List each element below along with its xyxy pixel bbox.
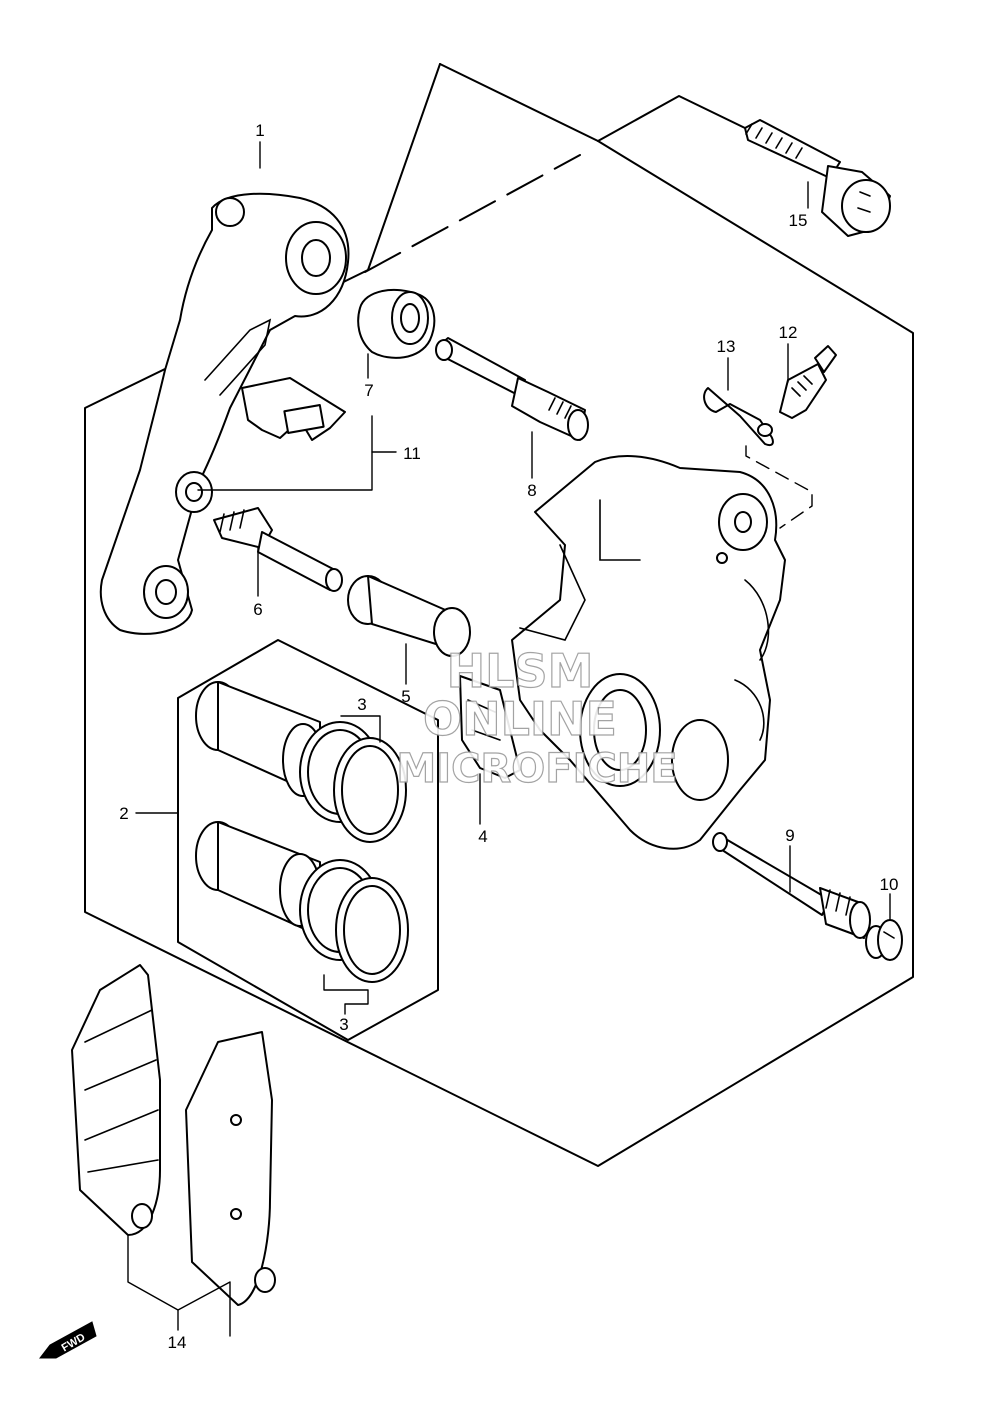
callout-3a: 3 [357,695,366,714]
watermark-line-3: MICROFICHE [396,746,677,792]
callout-1: 1 [255,121,264,140]
callout-12: 12 [779,323,798,342]
callout-labels: 1 2 3 3 4 5 6 7 8 9 10 11 12 13 14 15 [119,121,898,1352]
callout-15: 15 [789,211,808,230]
callout-3b: 3 [339,1015,348,1034]
callout-2: 2 [119,804,128,823]
watermark-line-2: ONLINE [423,692,617,746]
pad-spring-part-13 [703,387,774,446]
fwd-label: FWD [60,1331,88,1354]
callout-5: 5 [401,687,410,706]
sleeve-part-5 [347,575,471,657]
callout-10: 10 [880,875,899,894]
pad-retainer-part-4 [459,675,521,779]
watermark: HLSM ONLINE MICROFICHE [396,643,678,792]
assembly-outline [84,63,914,1167]
bolt-part-15 [744,119,891,237]
callout-6: 6 [253,600,262,619]
callout-14: 14 [168,1333,187,1352]
callout-8: 8 [527,481,536,500]
callout-11: 11 [403,444,421,463]
brake-pads-part-14 [71,964,276,1306]
slide-pin-part-8 [435,337,589,441]
bracket-part-1 [99,192,350,635]
callout-9: 9 [785,826,794,845]
forward-direction-badge: FWD [38,1321,97,1359]
slide-pin-part-9 [712,832,871,939]
callout-7: 7 [364,381,373,400]
piston-seal-group [177,639,439,1041]
callout-13: 13 [717,337,736,356]
caliper-body [511,455,786,850]
slide-pin-part-6 [213,507,343,592]
cap-part-10 [865,919,903,961]
bleeder-valve-part-12 [779,345,837,419]
leader-lines [127,141,891,1337]
callout-4: 4 [478,827,487,846]
boot-part-7 [357,288,436,359]
pad-clip-part-11 [241,377,346,441]
watermark-line-1: HLSM [447,644,594,698]
